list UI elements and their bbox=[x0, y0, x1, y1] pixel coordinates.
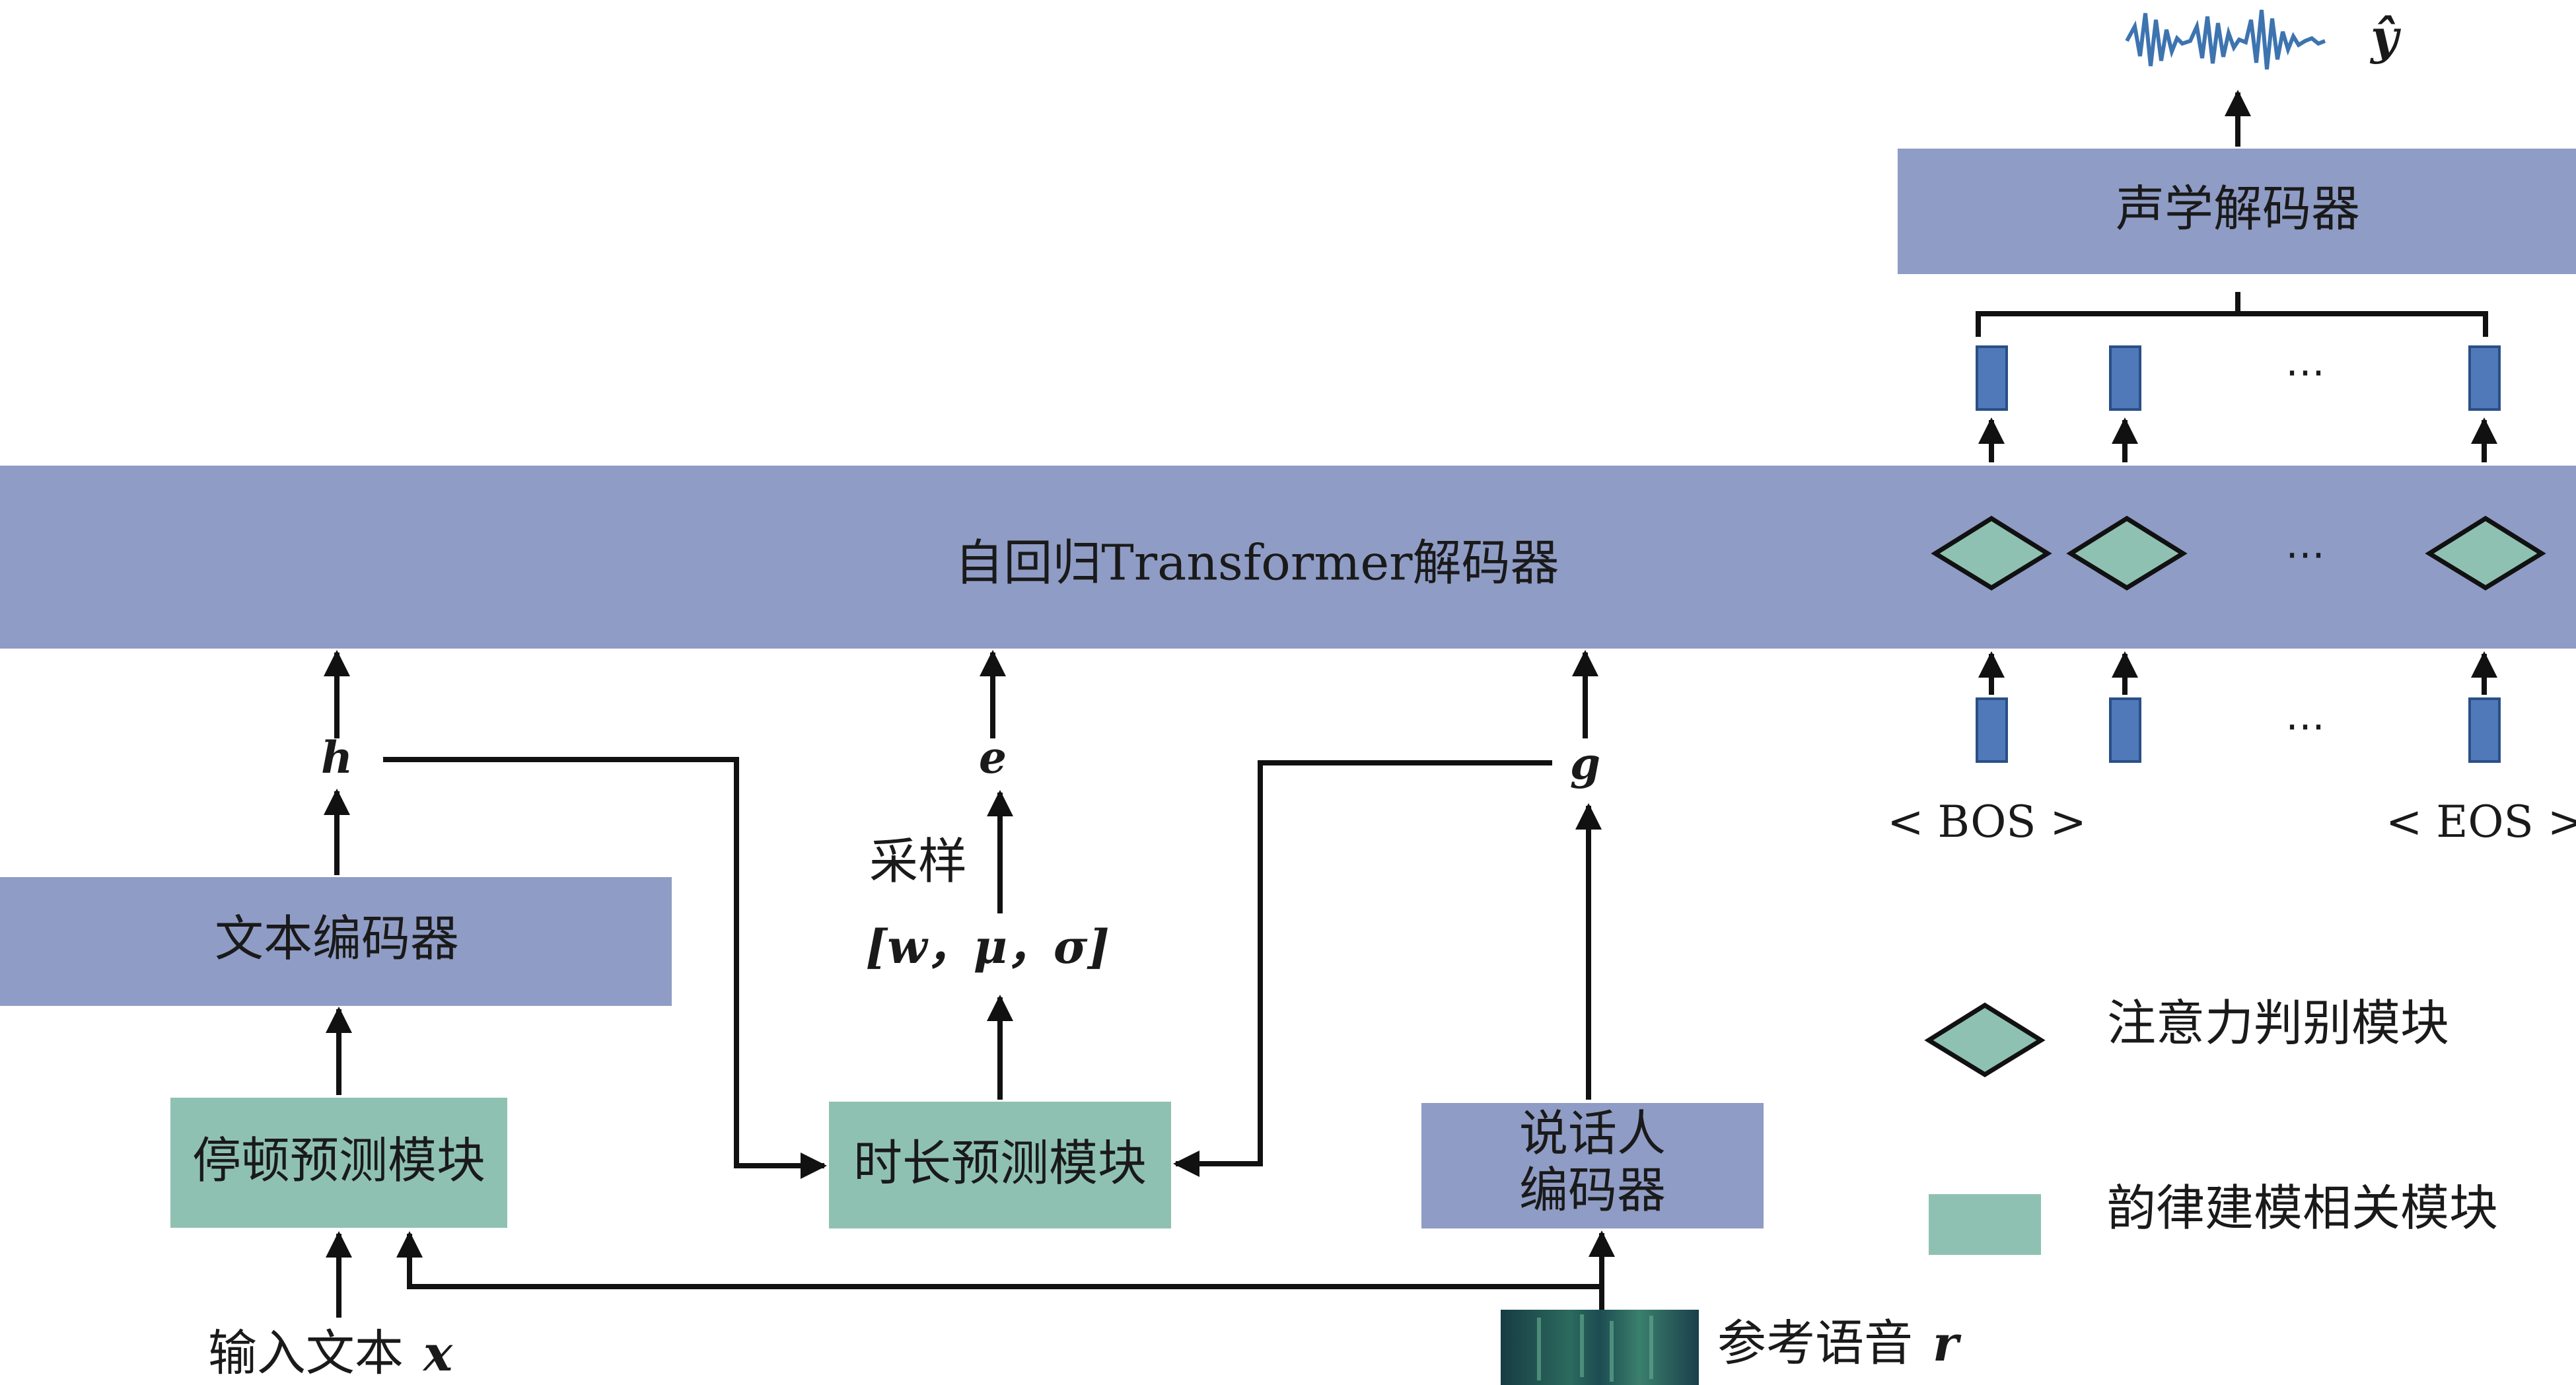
input-token-ellipsis: … bbox=[2285, 693, 2325, 740]
pause-predictor-label: 停顿预测模块 bbox=[192, 1132, 485, 1189]
spectrogram-icon bbox=[1501, 1310, 1699, 1385]
duration-predictor-label: 时长预测模块 bbox=[853, 1135, 1147, 1191]
diamond-ellipsis: … bbox=[2285, 522, 2325, 568]
attention-diamond-n bbox=[2425, 515, 2546, 591]
bos-label: < BOS > bbox=[1887, 797, 2087, 847]
output-token-2 bbox=[2109, 345, 2141, 411]
output-y-hat-label: ŷ bbox=[2369, 9, 2401, 65]
text-encoder-box bbox=[0, 877, 672, 1006]
speaker-encoder-box bbox=[1421, 1103, 1764, 1228]
h-label: h bbox=[321, 732, 353, 783]
legend-diamond-icon bbox=[1924, 1002, 2046, 1078]
speaker-encoder-label-line1: 说话人 bbox=[1519, 1105, 1666, 1162]
pause-predictor-box bbox=[170, 1098, 507, 1228]
legend-prosody-label: 韵律建模相关模块 bbox=[2107, 1180, 2498, 1236]
waveform-icon bbox=[2125, 9, 2326, 70]
params-label: [w，μ，σ] bbox=[865, 919, 1109, 974]
ar-decoder-label: 自回归Transformer解码器 bbox=[954, 534, 1559, 591]
spectrogram-texture bbox=[1537, 1314, 1653, 1382]
legend-attention-label: 注意力判别模块 bbox=[2107, 995, 2449, 1051]
speaker-encoder-label-line2: 编码器 bbox=[1519, 1162, 1666, 1219]
output-token-n bbox=[2468, 345, 2501, 411]
attention-diamond-1 bbox=[1931, 515, 2052, 591]
duration-predictor-box bbox=[829, 1102, 1171, 1228]
connectors bbox=[324, 90, 2497, 1318]
acoustic-decoder-box bbox=[1898, 149, 2576, 274]
g-label: g bbox=[1570, 738, 1600, 789]
attention-diamond-2 bbox=[2066, 515, 2188, 591]
legend-prosody-swatch bbox=[1929, 1194, 2041, 1255]
text-encoder-label: 文本编码器 bbox=[215, 910, 459, 967]
input-token-eos bbox=[2468, 697, 2501, 763]
sampling-label: 采样 bbox=[869, 833, 967, 890]
eos-label: < EOS > bbox=[2386, 797, 2576, 847]
input-token-2 bbox=[2109, 697, 2141, 763]
input-token-bos bbox=[1976, 697, 2008, 763]
acoustic-decoder-label: 声学解码器 bbox=[2116, 180, 2360, 237]
e-label: e bbox=[979, 732, 1007, 783]
output-token-ellipsis: … bbox=[2285, 339, 2325, 386]
output-token-1 bbox=[1976, 345, 2008, 411]
